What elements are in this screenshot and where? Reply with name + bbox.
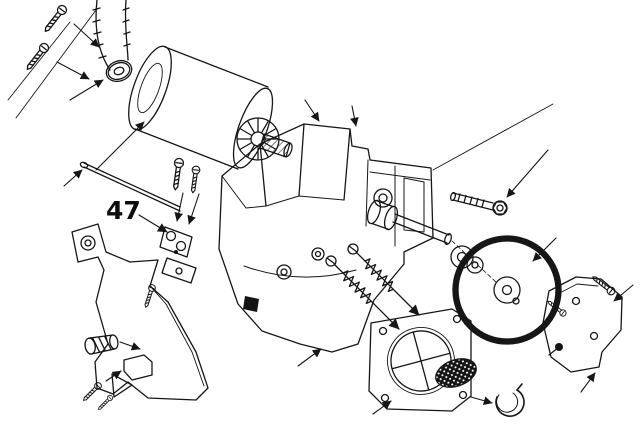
- part-number-callout: 47: [106, 196, 141, 225]
- support-bracket: [71, 223, 209, 401]
- gear-housing: [218, 99, 434, 367]
- motor-end-frame: [368, 308, 472, 415]
- air-intake-grille: [435, 358, 477, 388]
- saw-blade: [452, 235, 562, 345]
- knurled-pinion: [259, 133, 293, 158]
- clamp-block: [80, 354, 153, 412]
- hose-fitting: [84, 334, 141, 355]
- arbor-bolt: [449, 149, 549, 216]
- drive-belt: [69, 0, 133, 101]
- retaining-ring: [470, 383, 525, 417]
- blade-guard-plate: [542, 276, 634, 393]
- push-rod: [63, 161, 181, 212]
- spring-screws: [325, 243, 420, 330]
- mounting-screws-top-left: [23, 3, 100, 80]
- construction-lines: [7, 9, 554, 171]
- bracket-screws: [142, 157, 201, 309]
- pivot-bracket: [159, 226, 197, 284]
- callout-leader: [138, 214, 168, 233]
- motor-cylinder: [95, 45, 274, 171]
